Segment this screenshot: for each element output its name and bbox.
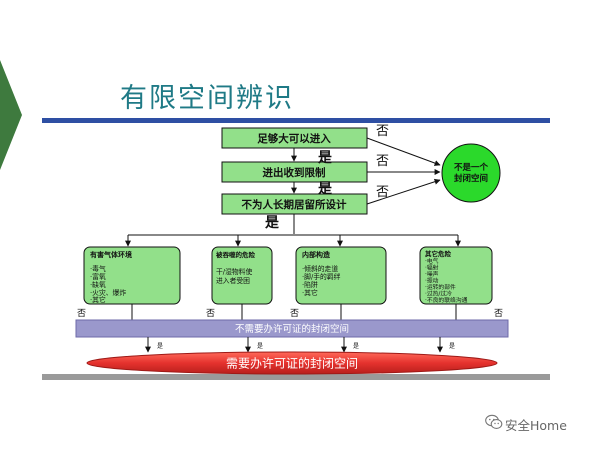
flowchart-diagram: 足够大可以进入 进出收到限制 不为人长期居留所设计 是 是 是 否 否 否 不是… <box>42 118 550 380</box>
arrow-no-1 <box>366 137 441 166</box>
yes-small-2: 是 <box>257 343 263 350</box>
no-label-cat-4: 否 <box>494 308 503 319</box>
yes-small-1: 是 <box>157 343 163 350</box>
no-label-3: 否 <box>376 185 389 200</box>
no-label-cat-1: 否 <box>77 308 86 319</box>
category-item: ·振动 <box>425 277 439 285</box>
yes-label-3: 是 <box>265 215 280 231</box>
no-label-cat-3: 否 <box>290 308 299 319</box>
slide-title: 有限空间辨识 <box>120 83 294 114</box>
category-item: ·不良的联络沟通 <box>425 296 468 304</box>
category-item: ·陷阱 <box>302 280 318 289</box>
wechat-icon <box>485 414 503 429</box>
no-label-1: 否 <box>376 124 389 139</box>
no-label-cat-2: 否 <box>206 308 215 319</box>
category-item: ·过热/过冷 <box>425 290 452 298</box>
decision-text-occupancy: 不为人长期居留所设计 <box>242 198 347 211</box>
permit-required-label: 需要办许可证的封闭空间 <box>226 356 358 371</box>
yes-small-3: 是 <box>353 343 359 350</box>
category-item: ·火灾、爆炸 <box>90 288 126 297</box>
decision-text-size: 足够大可以进入 <box>257 132 331 145</box>
category-item: ·倾斜的走道 <box>302 264 338 273</box>
yes-small-4: 是 <box>449 343 455 350</box>
category-item: ·辐射 <box>425 264 439 272</box>
category-item: ·其它 <box>302 288 318 297</box>
category-title-engulfment: 被吞噬的危险 <box>216 250 256 259</box>
result-not-confined-line1: 不是一个 <box>454 162 489 173</box>
category-item: 进入者受困 <box>216 276 250 285</box>
yes-label-1: 是 <box>318 150 333 166</box>
category-title-other: 其它危险 <box>425 249 452 258</box>
diagram-bottom-shadow <box>42 374 550 380</box>
slide-accent-stripe <box>0 60 22 170</box>
category-item: ·噪声 <box>425 270 439 278</box>
no-permit-label: 不需要办许可证的封闭空间 <box>235 323 349 335</box>
no-label-2: 否 <box>376 154 389 169</box>
category-item: ·脚/手的羁绊 <box>302 272 341 281</box>
category-item: ·电气 <box>425 257 439 265</box>
category-item: 干/湿物料使 <box>216 267 252 276</box>
category-item: ·富氧 <box>90 272 106 281</box>
yes-label-2: 是 <box>318 181 333 197</box>
permit-required-ellipse <box>86 351 498 375</box>
result-not-confined-line2: 封闭空间 <box>454 173 488 184</box>
category-item: ·毒气 <box>90 264 106 273</box>
category-item: ·其它 <box>90 295 106 304</box>
no-permit-bar <box>75 319 509 338</box>
watermark-text: 安全Home <box>505 418 567 433</box>
category-item: ·缺氧 <box>90 280 106 289</box>
diagram-top-bar <box>42 118 550 123</box>
category-title-toxic: 有害气体环境 <box>90 250 132 259</box>
decision-text-access: 进出收到限制 <box>263 166 326 179</box>
category-title-structure: 内部构造 <box>302 250 331 259</box>
result-not-confined-circle <box>441 143 501 203</box>
arrow-no-3 <box>366 178 441 205</box>
category-item: ·运转的部件 <box>425 283 456 291</box>
